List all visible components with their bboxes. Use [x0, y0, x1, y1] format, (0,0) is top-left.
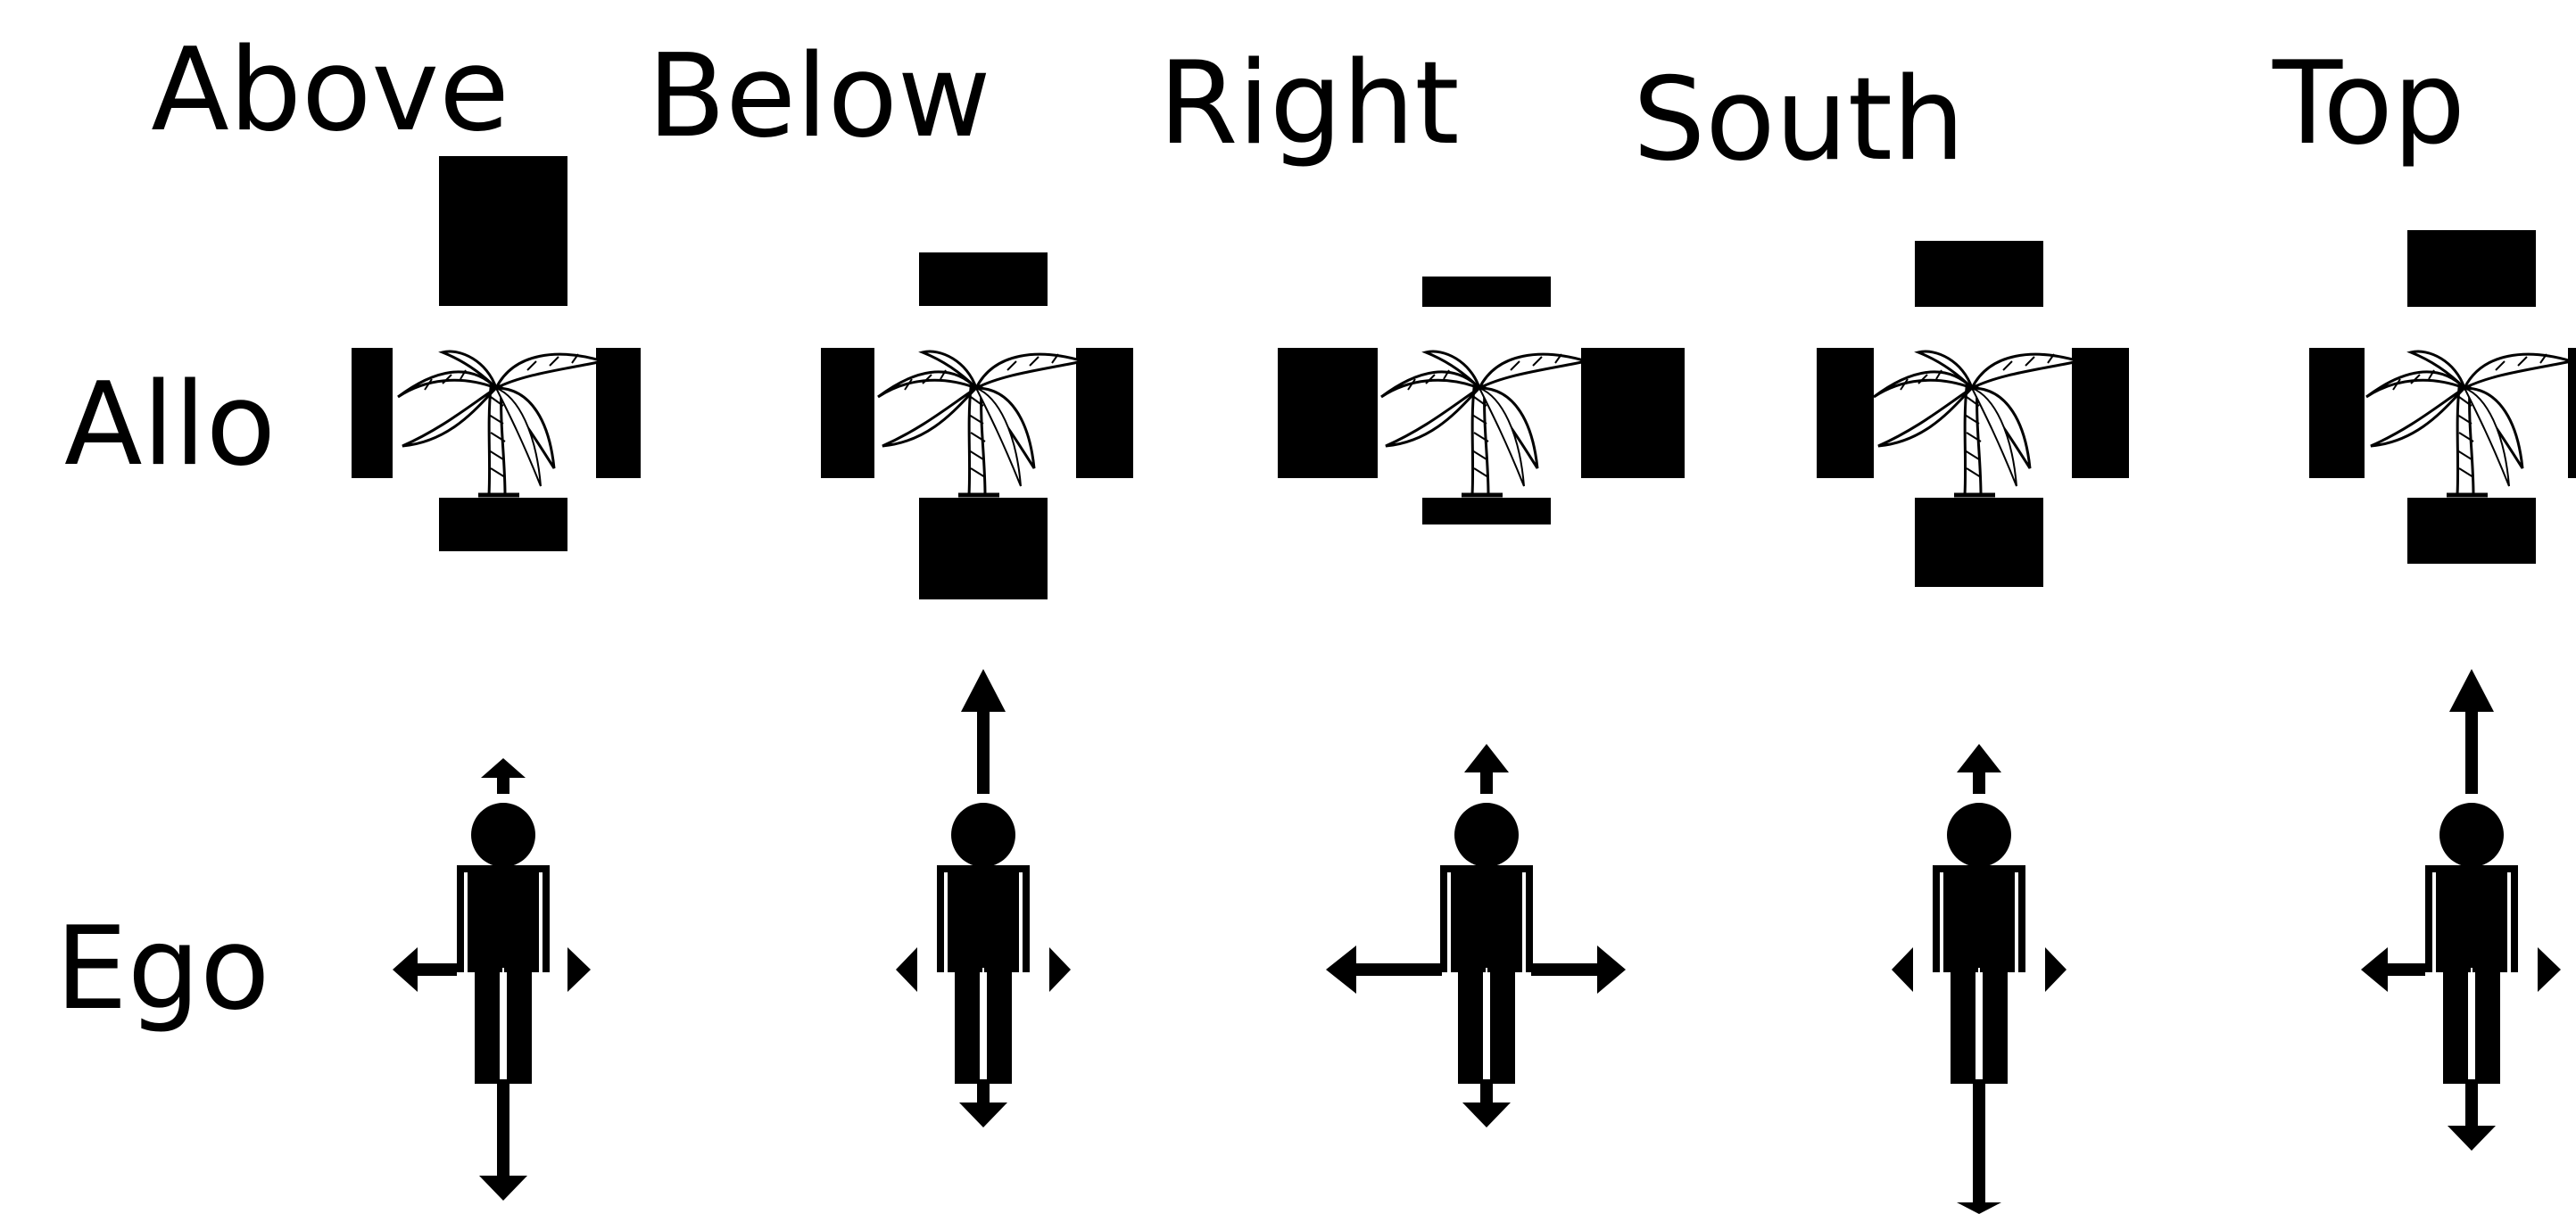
allo-above-right-block: [596, 348, 641, 478]
allo-above-left-block: [352, 348, 393, 478]
ego-top-cell: [2361, 669, 2561, 1151]
allo-right-left-block: [1278, 348, 1378, 478]
allo-top-cell: [2309, 230, 2576, 564]
allo-below-cell: [821, 252, 1133, 599]
ego-top-arrow-up-head: [2449, 669, 2494, 712]
row-label-ego: Ego: [55, 903, 269, 1036]
ego-below-arrow-up-head: [961, 669, 1006, 712]
allo-above-cell: [352, 156, 641, 551]
ego-below-arrow-right-head: [1049, 947, 1071, 992]
person-figure-icon: [937, 803, 1030, 1084]
allo-right-bottom-block: [1422, 498, 1551, 524]
ego-right-arrow-up-head: [1464, 744, 1509, 772]
person-figure-icon: [1933, 803, 2025, 1084]
ego-south-arrow-left-head: [1892, 947, 1913, 992]
ego-above-cell: [393, 758, 591, 1201]
ego-above-arrow-up-head: [481, 758, 526, 778]
palm-tree-icon: [878, 351, 1083, 495]
column-title-below: Below: [647, 30, 990, 163]
palm-tree-icon: [1874, 351, 2079, 495]
ego-south-arrow-down: [1973, 1079, 1985, 1210]
ego-south-cell: [1892, 744, 2067, 1214]
ego-below-arrow-left-head: [896, 947, 917, 992]
allo-below-bottom-block: [919, 498, 1048, 599]
allo-south-cell: [1817, 241, 2129, 587]
ego-above-arrow-up: [497, 776, 509, 794]
person-figure-icon: [2425, 803, 2518, 1084]
ego-top-arrow-up: [2465, 705, 2478, 794]
person-figure-icon: [457, 803, 550, 1084]
ego-right-arrow-left: [1353, 963, 1442, 976]
ego-right-arrow-up: [1480, 769, 1493, 794]
ego-top-arrow-down: [2465, 1079, 2478, 1127]
allo-top-bottom-block: [2407, 498, 2536, 564]
ego-above-arrow-left-head: [393, 947, 418, 992]
ego-top-arrow-left-head: [2361, 947, 2388, 992]
allo-south-right-block: [2072, 348, 2129, 478]
column-title-right: Right: [1158, 37, 1459, 170]
palm-tree-icon: [1381, 351, 1586, 495]
allo-below-right-block: [1076, 348, 1133, 478]
ego-south-arrow-down-head: [1957, 1202, 2001, 1214]
row-label-allo: Allo: [64, 359, 276, 491]
ego-right-arrow-down-head: [1462, 1103, 1511, 1127]
ego-below-arrow-down-head: [959, 1103, 1007, 1127]
allo-below-top-block: [919, 252, 1048, 306]
allo-top-left-block: [2309, 348, 2365, 478]
column-title-top: Top: [2272, 37, 2465, 170]
ego-above-arrow-left: [416, 963, 457, 976]
ego-south-arrow-up: [1973, 769, 1985, 794]
column-title-above: Above: [151, 24, 509, 157]
ego-below-arrow-up: [977, 705, 990, 794]
ego-right-cell: [1326, 744, 1626, 1127]
palm-tree-icon: [2366, 351, 2572, 495]
allo-right-top-block: [1422, 277, 1551, 307]
allo-below-left-block: [821, 348, 874, 478]
allo-south-top-block: [1915, 241, 2043, 307]
ego-top-arrow-down-head: [2448, 1126, 2496, 1151]
column-title-south: South: [1633, 54, 1965, 186]
person-figure-icon: [1440, 803, 1533, 1084]
allo-south-bottom-block: [1915, 498, 2043, 587]
ego-right-arrow-left-head: [1326, 946, 1356, 994]
ego-above-arrow-down: [497, 1079, 509, 1177]
ego-above-arrow-down-head: [479, 1176, 527, 1201]
ego-top-arrow-right-head: [2538, 947, 2561, 992]
ego-below-cell: [896, 669, 1071, 1127]
allo-right-right-block: [1581, 348, 1685, 478]
allo-above-bottom-block: [439, 498, 567, 551]
ego-above-arrow-right-head: [567, 947, 591, 992]
ego-right-arrow-right-head: [1597, 946, 1626, 994]
allo-top-right-block: [2568, 348, 2576, 478]
ego-south-arrow-right-head: [2045, 947, 2067, 992]
allo-right-cell: [1278, 277, 1685, 524]
allo-above-top-block: [439, 156, 567, 306]
ego-top-arrow-left: [2384, 963, 2425, 976]
ego-south-arrow-up-head: [1957, 744, 2001, 772]
allo-top-top-block: [2407, 230, 2536, 307]
palm-tree-icon: [398, 351, 603, 495]
allo-south-left-block: [1817, 348, 1874, 478]
